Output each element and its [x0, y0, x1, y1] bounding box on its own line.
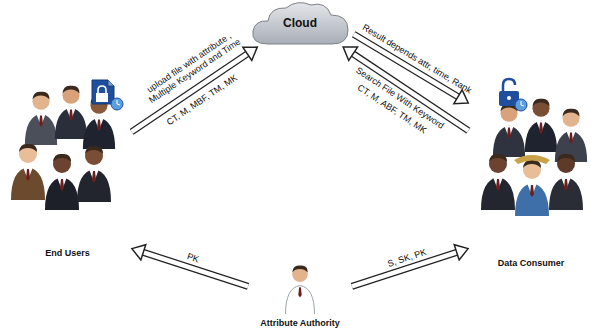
- open-lock-icon: [503, 79, 515, 92]
- arrow-head: [243, 47, 257, 60]
- clock-icon: [515, 99, 527, 111]
- document-icon: [92, 80, 114, 104]
- user-group: Data Consumer: [470, 90, 592, 270]
- node-label: Attribute Authority: [260, 318, 340, 328]
- person-figure: [549, 154, 583, 210]
- edge-label: PK: [186, 251, 201, 265]
- person-outline: [286, 286, 315, 315]
- person-figure: [25, 92, 57, 145]
- authority-node: Attribute Authority: [250, 258, 350, 330]
- person-figure: [45, 154, 79, 210]
- arrow-head: [132, 245, 146, 260]
- person-figure: [285, 265, 314, 314]
- clock-icon: [117, 100, 120, 105]
- cloud-outline: [253, 3, 348, 44]
- edge-label: upload file with attribute , Multiple Ke…: [132, 22, 251, 112]
- person-figure: [55, 86, 87, 139]
- arrow-head: [343, 47, 357, 60]
- person-figure: [493, 104, 525, 157]
- open-lock-icon: [507, 96, 511, 100]
- hollow-arrow: [352, 245, 468, 287]
- hat: [514, 155, 550, 164]
- document-icon: [108, 80, 114, 86]
- person-figure: [11, 144, 45, 200]
- padlock-icon: [96, 93, 108, 102]
- cloud-node: Cloud: [248, 0, 352, 46]
- node-label: Cloud: [283, 16, 317, 30]
- user-group: End Users: [5, 80, 130, 260]
- node-label: Data Consumer: [498, 258, 565, 268]
- arrow-head: [454, 245, 468, 260]
- edge-label: S, SK, PK: [386, 247, 427, 269]
- person-figure: [515, 160, 549, 216]
- person-figure: [481, 154, 515, 210]
- node-label: End Users: [45, 248, 90, 258]
- person-figure: [77, 146, 111, 202]
- clock-icon: [111, 98, 123, 110]
- hollow-arrow: [132, 245, 248, 287]
- padlock-icon: [98, 86, 106, 94]
- person-figure: [525, 99, 557, 152]
- clock-icon: [521, 101, 524, 106]
- person-figure: [555, 109, 587, 162]
